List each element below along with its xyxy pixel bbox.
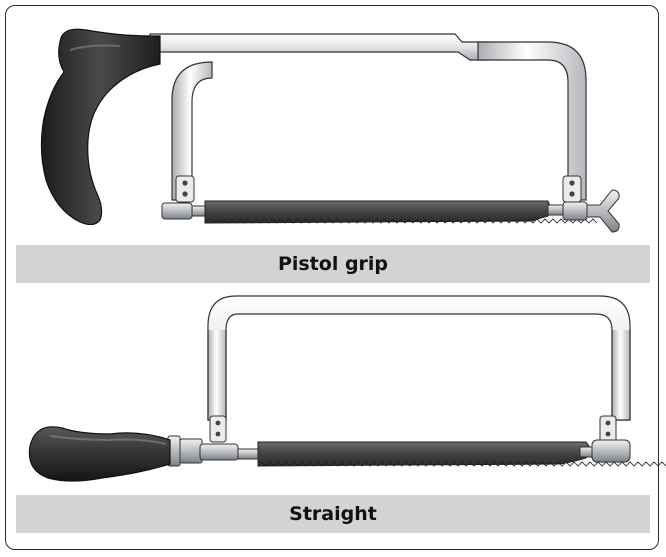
straight-hacksaw-icon [28, 295, 666, 482]
straight-label: Straight [16, 495, 650, 533]
pistol-grip-label: Pistol grip [16, 245, 650, 283]
pistol-grip-hacksaw-icon [40, 28, 620, 233]
